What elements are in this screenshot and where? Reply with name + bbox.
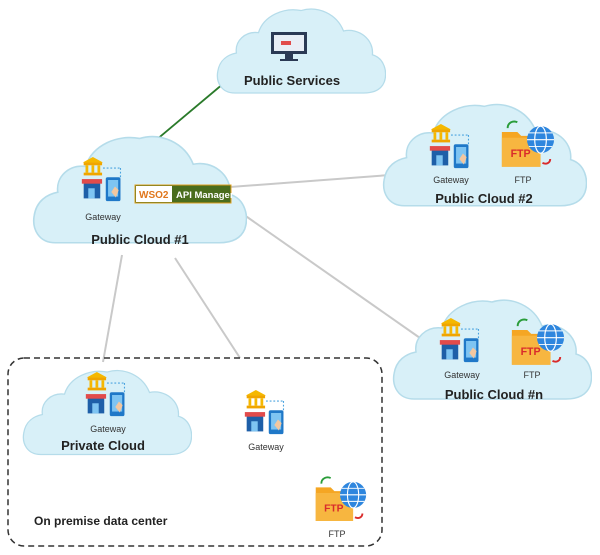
link-cloud1-cloudn xyxy=(229,204,421,339)
cloud-public-cloud-2: Gateway FTP Public Cloud #2 xyxy=(382,103,587,207)
wso2-api-manager-badge: WSO2 API Manager xyxy=(134,184,234,204)
public-cloud-1-label: Public Cloud #1 xyxy=(91,232,189,247)
link-cloud1-cloud2 xyxy=(229,174,391,188)
connection-lines xyxy=(102,69,421,363)
cloud-public-cloud-n: Gateway FTP Public Cloud #n xyxy=(392,299,592,402)
on-premise-label: On premise data center xyxy=(34,514,168,528)
private-cloud-label: Private Cloud xyxy=(61,438,145,453)
public-services-label: Public Services xyxy=(244,73,340,88)
gateway-label: Gateway xyxy=(90,424,126,434)
public-cloud-2-label: Public Cloud #2 xyxy=(435,191,533,206)
cloud-private-cloud: Gateway Private Cloud xyxy=(22,369,192,456)
gateway-label: Gateway xyxy=(248,442,284,452)
on-premise-data-center: On premise data center Gateway Private C… xyxy=(7,357,383,547)
link-cloud1-onprem xyxy=(174,257,241,359)
cloud-public-services: Public Services xyxy=(216,8,386,94)
gateway-label: Gateway xyxy=(433,175,469,185)
wso2-logo: WSO2 xyxy=(139,190,169,201)
public-cloud-n-label: Public Cloud #n xyxy=(445,387,543,402)
link-cloud1-private xyxy=(102,254,123,363)
monitor-icon xyxy=(271,32,307,61)
api-manager-text: API Manager xyxy=(176,190,234,201)
gateway-icon xyxy=(244,390,285,435)
ftp-label: FTP xyxy=(524,370,541,380)
gateway-label: Gateway xyxy=(444,370,480,380)
ftp-label: FTP xyxy=(329,529,346,539)
ftp-label: FTP xyxy=(515,175,532,185)
cloud-public-cloud-1: Gateway Public Cloud #1 WSO2 API Manager xyxy=(32,135,247,247)
gateway-label: Gateway xyxy=(85,212,121,222)
ftp-icon xyxy=(314,476,368,522)
